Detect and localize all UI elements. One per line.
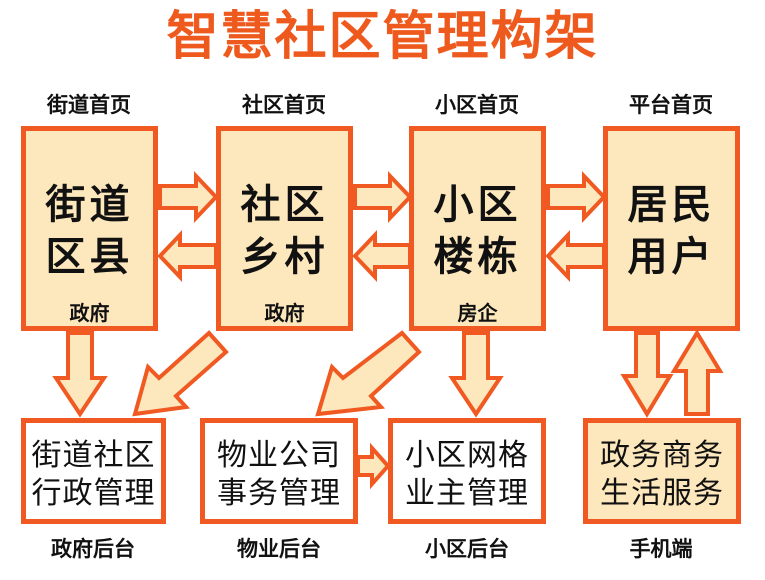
node-resident-user: 居民 用户 [603,126,740,331]
node-street-line1: 街道 [45,182,134,228]
node-grid-line1: 小区网格 [405,438,529,473]
arrow-resident-to-estate [545,230,606,282]
node-estate-line2: 楼栋 [433,234,522,280]
node-resident-line2: 用户 [627,234,716,280]
node-services-line2: 生活服务 [600,476,724,511]
node-street-admin-line2: 行政管理 [31,476,156,511]
arrow-street-to-community [158,171,219,223]
caption-street-home: 街道首页 [47,93,131,117]
node-community-note: 政府 [264,301,305,325]
node-grid-line2: 业主管理 [405,476,529,511]
node-street-note: 政府 [69,301,110,325]
node-street-line2: 区县 [45,234,134,280]
arrow-estate-to-resident [546,171,607,223]
caption-estate-backend: 小区后台 [425,537,509,561]
arrow-property-to-grid [356,442,391,490]
arrow-resident-down [620,331,674,418]
caption-community-home: 社区首页 [242,93,326,117]
node-estate-building: 小区 楼栋 房企 [409,126,546,331]
caption-mobile: 手机端 [629,537,693,561]
caption-property-backend: 物业后台 [237,537,321,561]
arrow-community-diagonal [132,330,229,417]
arrow-community-to-estate [353,171,413,223]
node-services-line1: 政务商务 [600,438,724,473]
node-property-affairs: 物业公司 事务管理 [200,418,358,524]
node-community-line1: 社区 [240,182,329,228]
arrow-estate-down [448,331,504,418]
node-property-line1: 物业公司 [217,438,341,473]
node-community-village: 社区 乡村 政府 [216,126,353,331]
node-gov-services: 政务商务 生活服务 [583,418,741,524]
node-street-admin: 街道社区 行政管理 [21,418,166,524]
diagram-title: 智慧社区管理构架 [166,7,599,67]
caption-platform-home: 平台首页 [629,93,713,117]
arrow-estate-to-community [352,230,412,282]
node-grid-owner: 小区网格 业主管理 [388,418,546,524]
arrow-street-down [52,331,108,418]
node-estate-line1: 小区 [433,182,522,228]
node-street-admin-line1: 街道社区 [31,438,156,473]
caption-gov-backend: 政府后台 [51,537,135,561]
node-estate-note: 房企 [457,301,498,325]
node-resident-line1: 居民 [627,182,716,228]
node-street-district: 街道 区县 政府 [21,126,158,331]
arrow-estate-diagonal [315,330,422,417]
caption-estate-home: 小区首页 [435,93,519,117]
node-property-line2: 事务管理 [217,476,341,511]
node-community-line2: 乡村 [240,234,329,280]
arrow-community-to-street [157,230,218,282]
arrow-services-up [670,329,724,416]
